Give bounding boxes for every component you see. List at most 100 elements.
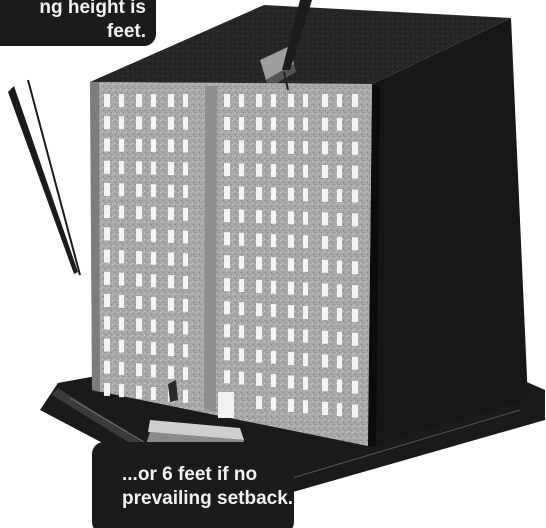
window (322, 402, 328, 415)
window (256, 280, 262, 293)
window (352, 237, 358, 250)
window (136, 139, 142, 152)
window (288, 399, 294, 412)
window (136, 296, 142, 309)
window (119, 362, 124, 375)
window (151, 139, 156, 152)
window (183, 390, 188, 403)
window (119, 250, 124, 263)
window (322, 94, 328, 107)
window (352, 381, 358, 394)
window (239, 117, 244, 130)
window (119, 139, 124, 152)
window (168, 162, 174, 175)
window (322, 260, 328, 273)
window (104, 139, 110, 152)
window (136, 386, 142, 399)
window (224, 255, 230, 268)
window (303, 165, 308, 178)
window (104, 250, 110, 263)
window (239, 372, 244, 385)
window (168, 185, 174, 198)
window (303, 377, 308, 390)
window (224, 163, 230, 176)
window (256, 117, 262, 130)
window (224, 370, 230, 383)
window (224, 301, 230, 314)
window (239, 187, 244, 200)
window (239, 210, 244, 223)
window (119, 161, 124, 174)
window (352, 261, 358, 274)
window (151, 297, 156, 310)
window (337, 142, 342, 155)
window (136, 184, 142, 197)
window (224, 140, 230, 153)
window (183, 208, 188, 221)
window (168, 139, 174, 152)
window (322, 189, 328, 202)
window (288, 235, 294, 248)
window (168, 207, 174, 220)
window (183, 344, 188, 357)
window (239, 279, 244, 292)
window (136, 206, 142, 219)
window (303, 400, 308, 413)
window (119, 94, 124, 107)
window (104, 272, 110, 285)
window (183, 162, 188, 175)
window (303, 235, 308, 248)
window (271, 187, 276, 200)
window (303, 141, 308, 154)
window (288, 94, 294, 107)
window (288, 329, 294, 342)
window (322, 307, 328, 320)
window (352, 190, 358, 203)
building-facade (90, 82, 372, 446)
window (288, 282, 294, 295)
window (136, 251, 142, 264)
callout-building-height-line2: feet. (2, 20, 146, 44)
window (322, 236, 328, 249)
window (239, 140, 244, 153)
window (322, 165, 328, 178)
window (337, 165, 342, 178)
window (256, 303, 262, 316)
window (337, 308, 342, 321)
window (224, 232, 230, 245)
window (352, 405, 358, 418)
window (183, 253, 188, 266)
window (239, 163, 244, 176)
window (168, 343, 174, 356)
window (303, 212, 308, 225)
window (151, 117, 156, 130)
window (352, 94, 358, 107)
window (104, 227, 110, 240)
window (256, 164, 262, 177)
window (352, 309, 358, 322)
window (183, 367, 188, 380)
callout-setback-line2: prevailing setback. (122, 487, 284, 511)
window (104, 94, 110, 107)
window (104, 383, 110, 396)
window (151, 184, 156, 197)
window (352, 142, 358, 155)
window (183, 276, 188, 289)
window (352, 285, 358, 298)
window (119, 340, 124, 353)
window (303, 94, 308, 107)
window (322, 118, 328, 131)
window (239, 325, 244, 338)
window (183, 185, 188, 198)
window (104, 316, 110, 329)
callout-setback-line1: ...or 6 feet if no (122, 463, 284, 487)
window (288, 188, 294, 201)
window (168, 94, 174, 107)
window (104, 339, 110, 352)
window (183, 322, 188, 335)
window (337, 284, 342, 297)
window (303, 188, 308, 201)
window (168, 366, 174, 379)
window (271, 141, 276, 154)
window (104, 161, 110, 174)
